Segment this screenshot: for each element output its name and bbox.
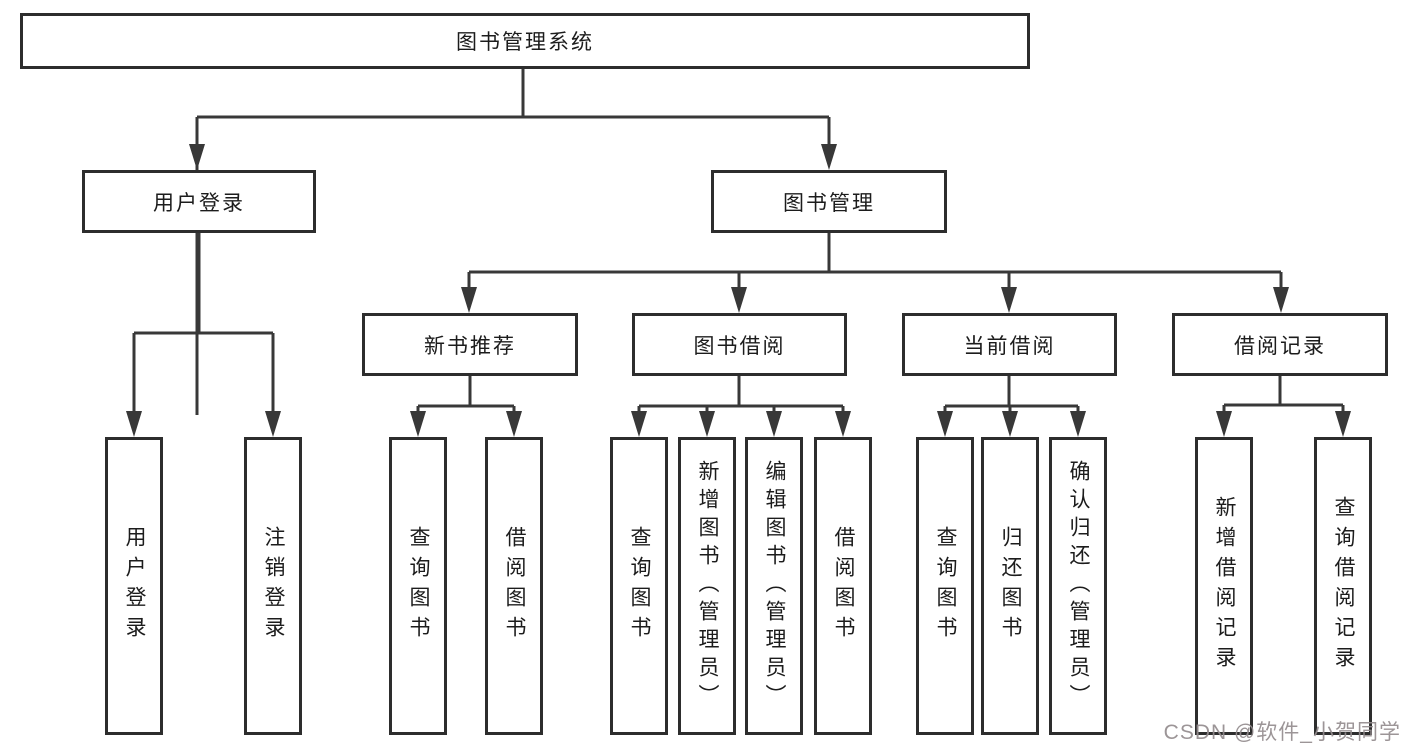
leaf-nb-borrow-book: 借阅图书 — [485, 437, 543, 735]
node-borrow-record: 借阅记录 — [1172, 313, 1388, 376]
leaf-bb-edit-book-admin: 编辑图书（管理员） — [745, 437, 803, 735]
csdn-watermark: CSDN @软件_小贺同学 — [1163, 721, 1401, 744]
node-user-login: 用户登录 — [82, 170, 316, 233]
node-new-book-recommend: 新书推荐 — [362, 313, 578, 376]
connector-current-borrow-to-leaves — [943, 376, 1080, 416]
connector-root-to-level2 — [195, 69, 831, 415]
connector-book-management-to-level3 — [467, 233, 1283, 293]
arrowheads — [126, 144, 1351, 437]
node-current-borrow: 当前借阅 — [902, 313, 1117, 376]
connector-book-borrow-to-leaves — [637, 376, 845, 416]
leaf-nb-query-book: 查询图书 — [389, 437, 447, 735]
node-root-system: 图书管理系统 — [20, 13, 1030, 69]
node-book-borrow: 图书借阅 — [632, 313, 847, 376]
node-book-management: 图书管理 — [711, 170, 947, 233]
connector-borrow-record-to-leaves — [1222, 376, 1345, 416]
leaf-logout-login: 注销登录 — [244, 437, 302, 735]
leaf-cb-confirm-return-admin: 确认归还（管理员） — [1049, 437, 1107, 735]
leaf-bb-borrow-book: 借阅图书 — [814, 437, 872, 735]
connector-user-login-to-leaves — [132, 233, 275, 415]
leaf-user-login: 用户登录 — [105, 437, 163, 735]
leaf-bb-query-book: 查询图书 — [610, 437, 668, 735]
leaf-cb-return-book: 归还图书 — [981, 437, 1039, 735]
leaf-br-add-record: 新增借阅记录 — [1195, 437, 1253, 735]
connector-new-book-recommend-to-leaves — [416, 376, 516, 416]
leaf-bb-add-book-admin: 新增图书（管理员） — [678, 437, 736, 735]
leaf-br-query-record: 查询借阅记录 — [1314, 437, 1372, 735]
leaf-cb-query-book: 查询图书 — [916, 437, 974, 735]
